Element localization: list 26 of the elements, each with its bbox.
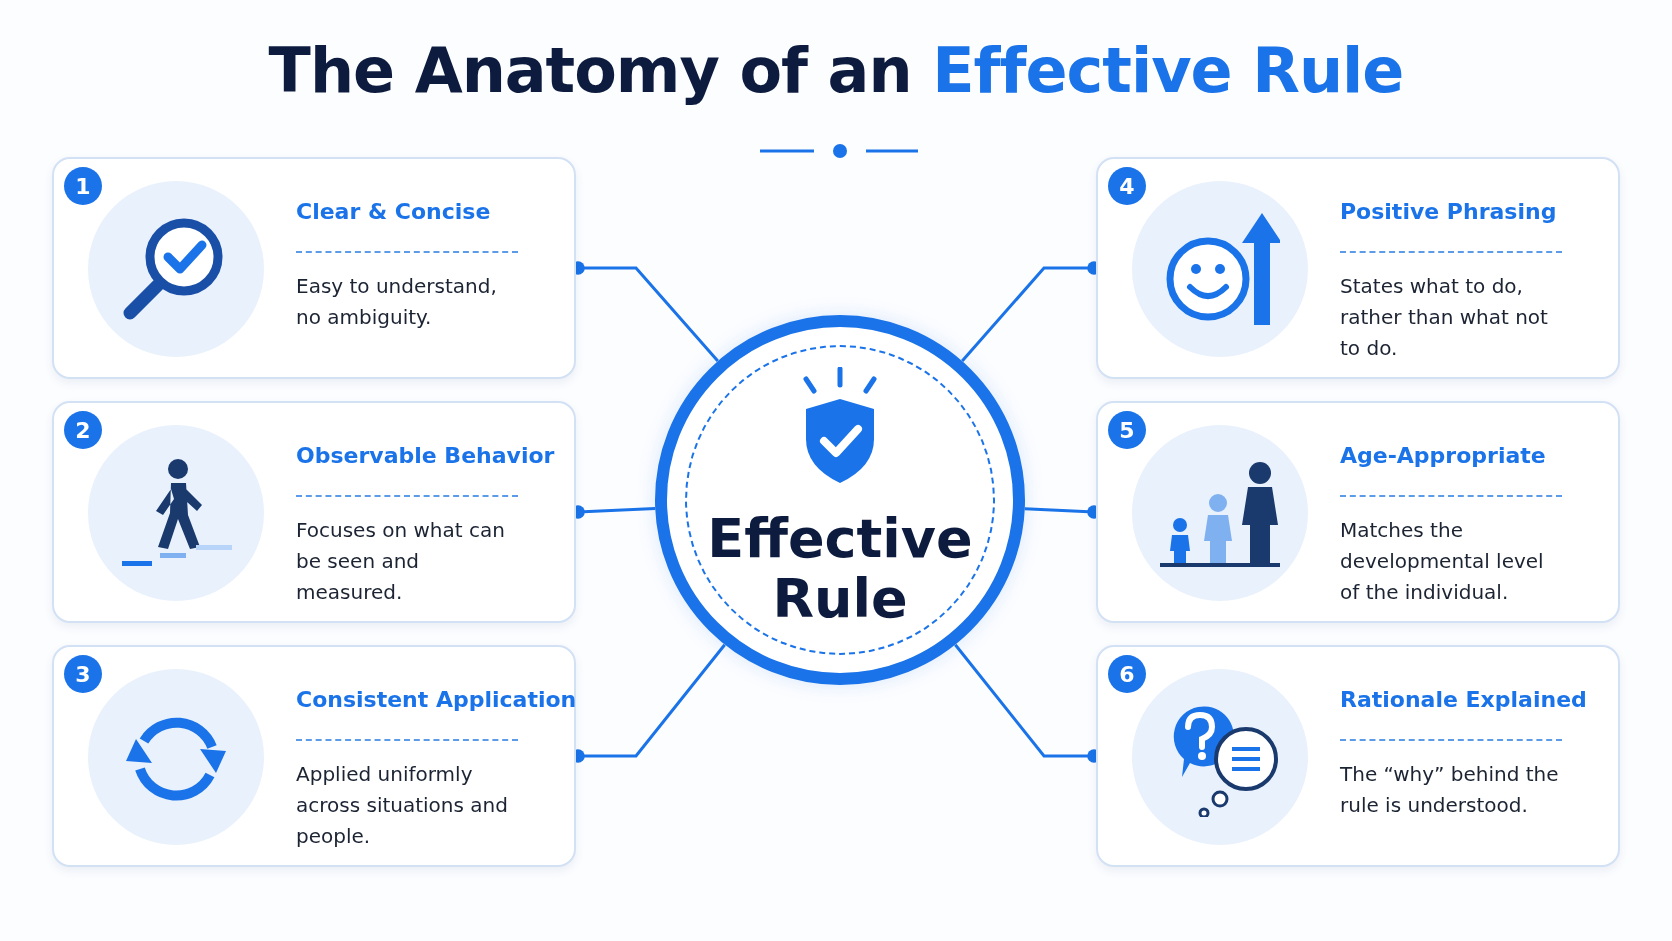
card-heading: Rationale Explained xyxy=(1340,687,1587,712)
center-label: Effective Rule xyxy=(706,509,974,629)
title: The Anatomy of an Effective Rule xyxy=(267,34,1405,107)
card-heading: Positive Phrasing xyxy=(1340,199,1557,224)
card-description: Applied uniformly across situations and people. xyxy=(296,761,509,850)
number-badge: 6 xyxy=(1108,655,1146,693)
rule-card xyxy=(1096,645,1620,867)
rule-card xyxy=(52,157,576,379)
rule-card xyxy=(1096,401,1620,623)
card-description: Matches the developmental level of the individual. xyxy=(1340,517,1545,606)
card-description: Focuses on what can be seen and measured. xyxy=(296,517,506,606)
card-heading: Age-Appropriate xyxy=(1340,443,1546,468)
number-badge: 3 xyxy=(64,655,102,693)
card-description: The “why” behind the rule is understood. xyxy=(1340,761,1560,819)
number-badge: 4 xyxy=(1108,167,1146,205)
card-heading: Consistent Application xyxy=(296,687,577,712)
number-badge: 2 xyxy=(64,411,102,449)
rule-card xyxy=(1096,157,1620,379)
card-description: States what to do, rather than what not to do. xyxy=(1340,273,1549,362)
card-heading: Observable Behavior xyxy=(296,443,555,468)
card-description: Easy to understand, no ambiguity. xyxy=(296,273,498,331)
number-badge: 1 xyxy=(64,167,102,205)
rule-card xyxy=(52,401,576,623)
card-heading: Clear & Concise xyxy=(296,199,491,224)
number-badge: 5 xyxy=(1108,411,1146,449)
rule-card xyxy=(52,645,576,867)
